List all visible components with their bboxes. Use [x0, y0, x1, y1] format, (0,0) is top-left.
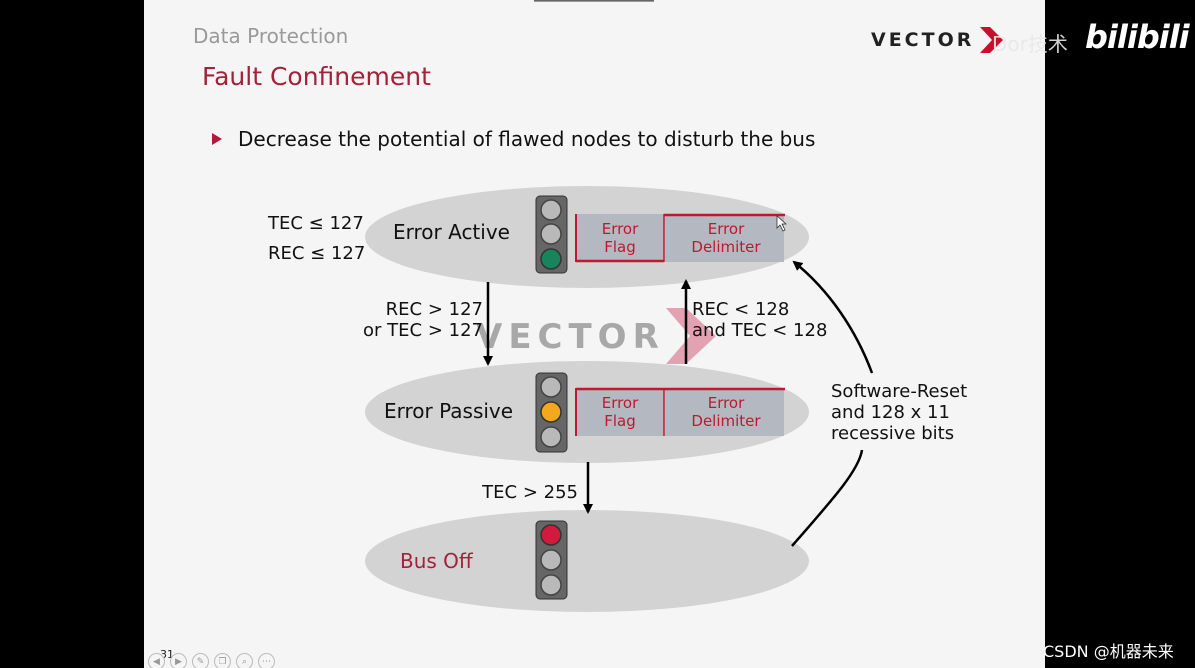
bullet-text: Decrease the potential of flawed nodes t…: [238, 127, 816, 151]
active-delimiter-line2: Delimiter: [691, 238, 761, 256]
zoom-icon[interactable]: ⌕: [236, 653, 253, 668]
passive-delimiter-line1: Error: [708, 394, 745, 412]
slide-top-tab: [534, 0, 654, 2]
slide: Data Protection Fault Confinement Decrea…: [144, 0, 1045, 668]
label-bus-off: Bus Off: [400, 549, 474, 573]
passive-flag-line1: Error: [602, 394, 639, 412]
vector-watermark: VECTOR: [476, 308, 716, 364]
traffic-light-yellow-icon: [535, 372, 568, 453]
label-software-reset: Software-Reset: [831, 381, 967, 402]
passive-error-delimiter-frame: Error Delimiter: [663, 387, 785, 436]
label-rec-gt-127: REC > 127: [386, 299, 483, 320]
overlay-channel-text: Dor技术: [992, 32, 1068, 56]
slide-title: Fault Confinement: [202, 62, 431, 91]
label-128x11: and 128 x 11: [831, 402, 950, 423]
next-slide-icon[interactable]: ▶: [170, 653, 187, 668]
bullet-item: Decrease the potential of flawed nodes t…: [212, 127, 815, 151]
passive-flag-line2: Flag: [604, 412, 636, 430]
more-icon[interactable]: ⋯: [258, 653, 275, 668]
label-or-tec-gt-127: or TEC > 127: [363, 320, 483, 341]
prev-slide-icon[interactable]: ◀: [148, 653, 165, 668]
active-error-delimiter-frame: Error Delimiter: [663, 213, 785, 262]
bullet-triangle-icon: [212, 133, 222, 145]
vector-chevron-icon: [980, 27, 1004, 53]
active-delimiter-line1: Error: [708, 220, 745, 238]
vector-logo-text: VECTOR: [871, 29, 975, 51]
arrow-busoff-reset-upper: [792, 260, 874, 374]
mouse-cursor-icon: [776, 215, 788, 232]
csdn-credit: CSDN @机器未来: [1043, 642, 1174, 661]
pen-icon[interactable]: ✎: [192, 653, 209, 668]
label-error-passive: Error Passive: [384, 399, 513, 423]
label-rec-lt-128: REC < 128: [692, 299, 789, 320]
active-flag-line1: Error: [602, 220, 639, 238]
traffic-light-green-icon: [535, 195, 568, 274]
vector-logo: VECTOR: [871, 26, 1004, 54]
passive-error-flag-frame: Error Flag: [575, 387, 664, 436]
fault-confinement-diagram: VECTOR Error Active Error Passive Bus Of…: [267, 186, 967, 612]
label-error-active: Error Active: [393, 220, 510, 244]
traffic-light-red-icon: [535, 520, 568, 600]
label-tec-limit: TEC ≤ 127: [267, 213, 364, 234]
passive-delimiter-line2: Delimiter: [691, 412, 761, 430]
arrow-busoff-reset-lower: [791, 449, 864, 547]
label-tec-gt-255: TEC > 255: [481, 482, 578, 503]
presentation-toolbar: ◀ ▶ ✎ ❐ ⌕ ⋯: [148, 653, 275, 668]
label-and-tec-lt-128: and TEC < 128: [692, 320, 827, 341]
bilibili-logo: bilibili: [1085, 18, 1190, 56]
active-error-flag-frame: Error Flag: [575, 214, 664, 263]
watermark-chevron-icon: [666, 308, 716, 364]
label-recessive-bits: recessive bits: [831, 423, 954, 444]
slides-icon[interactable]: ❐: [214, 653, 231, 668]
state-bus-off: [365, 510, 809, 612]
active-flag-line2: Flag: [604, 238, 636, 256]
watermark-text: VECTOR: [476, 317, 665, 357]
section-title: Data Protection: [193, 24, 349, 48]
label-rec-limit: REC ≤ 127: [268, 243, 365, 264]
